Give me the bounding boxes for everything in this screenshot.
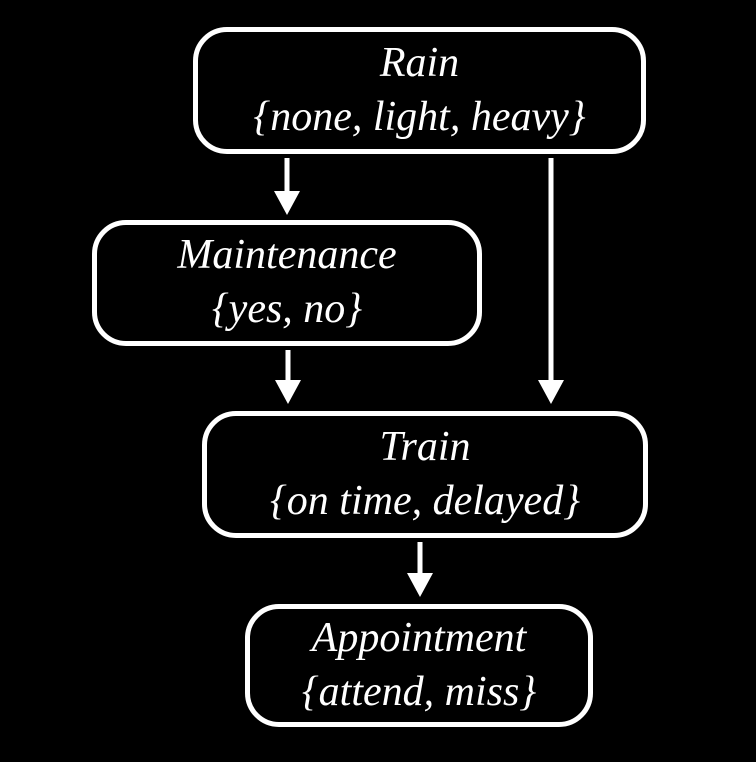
node-train-values: {on time, delayed} [270, 477, 580, 524]
node-train: Train {on time, delayed} [202, 411, 648, 538]
edge-rain-to-maintenance-arrow [274, 158, 300, 215]
edge-rain-to-train-arrow [538, 158, 564, 404]
node-rain-name: Rain [379, 39, 460, 86]
node-appointment-values: {attend, miss} [301, 668, 537, 715]
node-maintenance-values: {yes, no} [211, 286, 363, 332]
node-train-name: Train [379, 423, 471, 470]
node-maintenance: Maintenance {yes, no} [92, 220, 482, 346]
node-appointment-name: Appointment [311, 614, 527, 661]
node-maintenance-name: Maintenance [177, 232, 397, 279]
node-rain-values: {none, light, heavy} [253, 93, 586, 140]
node-appointment: Appointment {attend, miss} [245, 604, 593, 727]
edge-train-to-appointment-arrow [407, 542, 433, 597]
node-rain: Rain {none, light, heavy} [193, 27, 646, 154]
edge-maintenance-to-train-arrow [275, 350, 301, 404]
